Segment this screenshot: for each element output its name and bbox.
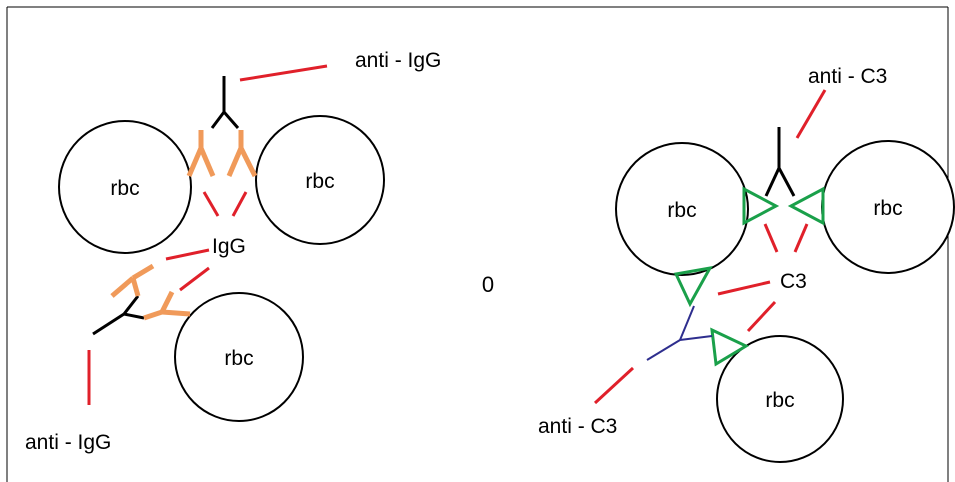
pointer-c3-2 [793, 223, 809, 253]
label-anti-igg-top: anti - IgG [355, 49, 441, 72]
rbc-cell-d [615, 142, 749, 276]
c3-fragment-2 [787, 186, 825, 226]
anti-igg-bottom [92, 295, 145, 336]
right-panel: rbc rbc rbc anti - C3 C3 a [538, 65, 955, 463]
label-anti-c3-bottom: anti - C3 [538, 415, 617, 438]
igg-antibody-4 [143, 290, 191, 321]
c3-fragment-4 [710, 327, 750, 367]
rbc-cell-a [58, 120, 192, 254]
anti-c3-top [764, 127, 796, 197]
label-igg: IgG [212, 235, 246, 258]
pointer-c3-3 [717, 280, 771, 296]
left-panel: rbc rbc rbc [25, 49, 441, 454]
rbc-cell-c [174, 292, 304, 422]
rbc-cell-f [716, 335, 844, 463]
rbc-label-b: rbc [305, 170, 334, 193]
anti-igg-top [210, 76, 240, 129]
igg-antibody-2 [226, 130, 258, 178]
label-anti-igg-bottom: anti - IgG [25, 431, 111, 454]
rbc-cell-b [255, 115, 385, 245]
rbc-label-e: rbc [873, 197, 902, 220]
pointer-c3-1 [763, 223, 779, 253]
pointer-anti-c3-bottom [593, 366, 635, 405]
pointer-igg-3 [165, 248, 210, 261]
pointer-anti-c3-top [795, 89, 827, 139]
pointer-c3-4 [746, 300, 777, 333]
pointer-anti-igg-top [239, 64, 328, 82]
rbc-label-a: rbc [110, 177, 139, 200]
igg-antibody-3 [110, 263, 155, 298]
pointer-igg-1 [202, 191, 220, 217]
anti-c3-bottom [646, 305, 713, 361]
c3-fragment-1 [742, 186, 780, 226]
middle-label: 0 [482, 272, 494, 297]
rbc-label-d: rbc [667, 199, 696, 222]
label-anti-c3-top: anti - C3 [808, 65, 887, 88]
rbc-label-f: rbc [765, 389, 794, 412]
rbc-label-c: rbc [224, 347, 253, 370]
label-c3: C3 [780, 270, 807, 293]
c3-fragment-3 [673, 265, 713, 308]
pointer-igg-2 [231, 191, 248, 217]
igg-antibody-1 [186, 130, 216, 177]
pointer-igg-4 [179, 266, 210, 292]
